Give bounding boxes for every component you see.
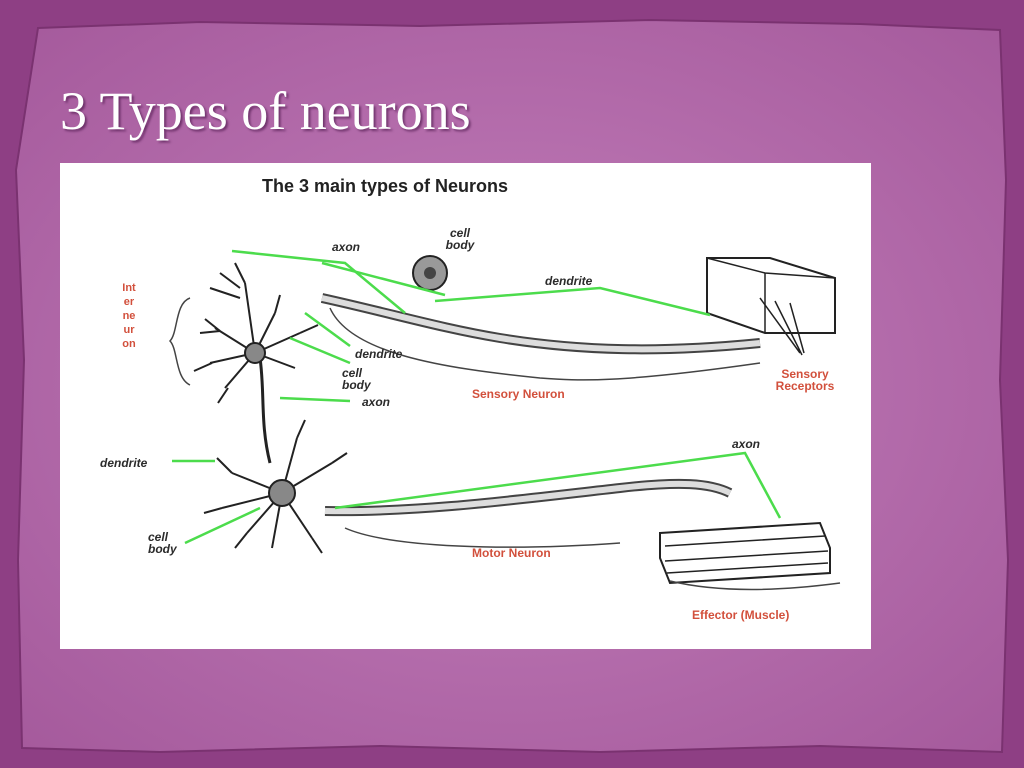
neuron-illustration xyxy=(168,249,841,591)
label-dendrite-motor: dendrite xyxy=(100,456,148,470)
slide-title: 3 Types of neurons xyxy=(60,81,471,141)
label-axon-top: axon xyxy=(332,240,361,254)
label-sensory-neuron: Sensory Neuron xyxy=(472,387,565,401)
diagram-title: The 3 main types of Neurons xyxy=(262,176,509,196)
label-cell-body-top: cell body xyxy=(445,226,475,252)
leader-lines xyxy=(172,249,782,545)
interneuron-vertical-label: Interneuron xyxy=(122,282,136,350)
label-axon-motor: axon xyxy=(732,437,761,451)
label-dendrite-top: dendrite xyxy=(545,274,593,288)
label-cell-body-motor: cell body xyxy=(148,530,177,556)
label-motor-neuron: Motor Neuron xyxy=(472,546,551,560)
inter-cell-body-icon xyxy=(244,342,266,364)
label-sensory-receptors: Sensory Receptors xyxy=(775,367,835,393)
label-effector: Effector (Muscle) xyxy=(692,608,790,622)
neuron-diagram: The 3 main types of Neurons Interneuron … xyxy=(60,163,871,649)
label-axon-inter: axon xyxy=(362,395,391,409)
label-dendrite-inter: dendrite xyxy=(355,347,403,361)
label-cell-body-inter: cell body xyxy=(342,366,371,392)
motor-cell-body-icon xyxy=(268,479,296,507)
